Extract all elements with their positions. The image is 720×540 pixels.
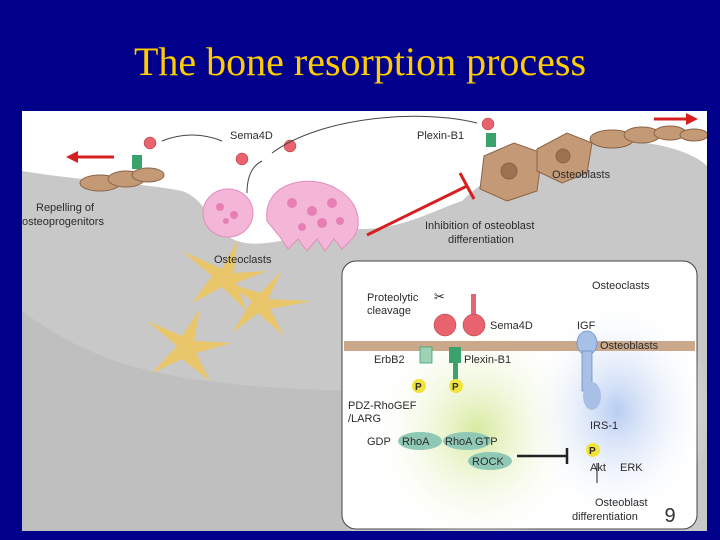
- slide-title: The bone resorption process: [133, 39, 587, 84]
- erbb2-receptor: [419, 346, 433, 364]
- sema4d-left-curve: [161, 134, 223, 142]
- label-plexin-top: Plexin-B1: [417, 130, 464, 142]
- sema4d-ball-right: [481, 117, 495, 131]
- osteocyte-3: [147, 309, 232, 381]
- label-irs1: IRS-1: [590, 420, 618, 432]
- label-rhoa-2: RhoA GTP: [445, 436, 498, 448]
- bone-resorption-figure: Sema4D Plexin-B1 Osteoblasts Repelling o…: [22, 111, 707, 531]
- label-proteolytic-1: Proteolytic: [367, 292, 419, 304]
- rock-inhibition-arrow: [517, 448, 569, 464]
- cell-membrane: [344, 341, 695, 351]
- label-sema4d-inset: Sema4D: [490, 320, 533, 332]
- sema4d-ball-left: [143, 136, 157, 150]
- sema4d-ligand-bound: [462, 313, 486, 337]
- osteocyte-2: [227, 271, 312, 336]
- plexin-b1-receptor: [449, 347, 461, 383]
- label-plexin-inset: Plexin-B1: [464, 354, 511, 366]
- label-rock: ROCK: [472, 456, 504, 468]
- sema4d-ligand-cleaved: [433, 313, 457, 337]
- label-gdp: GDP: [367, 436, 391, 448]
- label-repelling-2: osteoprogenitors: [22, 216, 104, 228]
- label-erbb2: ErbB2: [374, 354, 405, 366]
- repel-arrow-left: [66, 151, 114, 163]
- bone-lower-shade: [22, 311, 352, 531]
- label-igf: IGF: [577, 320, 596, 332]
- label-pdz-2: /LARG: [348, 413, 381, 425]
- osteoblast-cells: [479, 125, 707, 202]
- blue-signaling-zone: [522, 296, 707, 526]
- irs1-molecule: [583, 382, 601, 410]
- plexin-receptor-left: [132, 155, 142, 169]
- label-inhibition-2: differentiation: [448, 234, 514, 246]
- label-p1: P: [415, 382, 422, 393]
- sema4d-ball-top: [235, 152, 249, 166]
- osteoclast-small: [202, 188, 254, 238]
- label-p2: P: [452, 382, 459, 393]
- label-akt: Akt: [590, 462, 606, 474]
- label-osteoclasts-main: Osteoclasts: [214, 254, 272, 266]
- scissors-icon: ✂: [434, 289, 445, 304]
- label-osteoblasts-top: Osteoblasts: [552, 169, 611, 181]
- rhoa-gtp-oval: [443, 432, 491, 450]
- rock-oval: [468, 452, 512, 470]
- migrate-arrow-right: [654, 113, 698, 125]
- label-ob-diff-2: differentiation: [572, 511, 638, 523]
- label-sema4d-top: Sema4D: [230, 130, 273, 142]
- phospho-badge-2: [449, 379, 463, 393]
- label-inhibition-1: Inhibition of osteoblast: [425, 220, 534, 232]
- sema4d-up-curve: [246, 160, 263, 194]
- inhibition-arrow: [366, 172, 476, 237]
- rhoa-gdp-oval: [398, 432, 442, 450]
- plexin-receptor-right: [486, 133, 496, 147]
- label-proteolytic-2: cleavage: [367, 305, 411, 317]
- osteoclast-large: [266, 180, 359, 252]
- sema4d-stalk: [471, 294, 476, 314]
- label-ob-diff-1: Osteoblast: [595, 497, 648, 509]
- label-repelling-1: Repelling of: [36, 202, 95, 214]
- osteoprogenitor-cells: [79, 167, 165, 192]
- phospho-badge-1: [412, 379, 426, 393]
- label-p3: P: [589, 446, 596, 457]
- phospho-badge-3: [586, 443, 600, 457]
- label-pdz-1: PDZ-RhoGEF: [348, 400, 417, 412]
- page-number: 9: [664, 505, 676, 527]
- osteocyte-1: [182, 241, 267, 311]
- label-inset-osteoclasts: Osteoclasts: [592, 280, 650, 292]
- label-inset-osteoblasts: Osteoblasts: [600, 340, 659, 352]
- sema4d-right-curve: [271, 115, 478, 154]
- label-erk: ERK: [620, 462, 643, 474]
- diagram-canvas: Sema4D Plexin-B1 Osteoblasts Repelling o…: [22, 113, 707, 531]
- label-rhoa-1: RhoA: [402, 436, 430, 448]
